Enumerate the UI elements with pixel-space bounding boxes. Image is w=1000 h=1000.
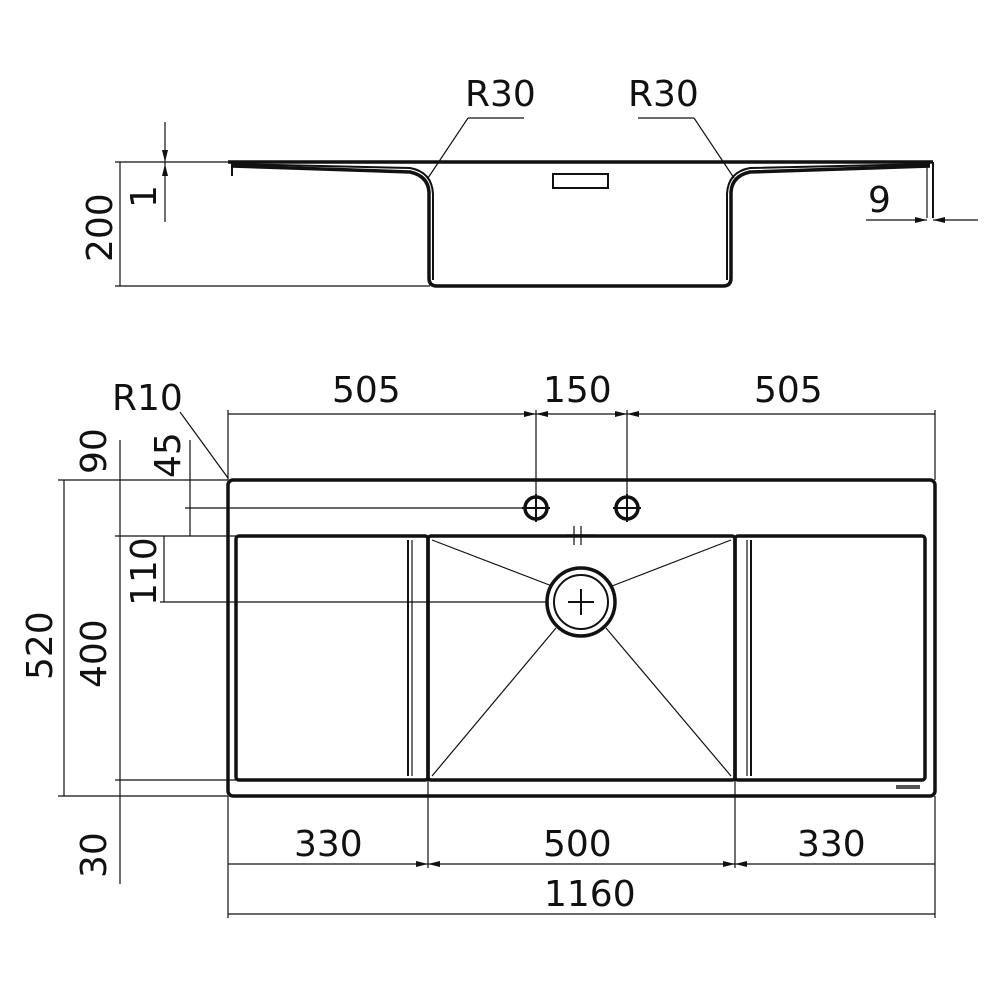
left-drainer-label: 330 — [294, 824, 363, 865]
overall-width-label: 1160 — [544, 874, 636, 915]
left-drainer — [234, 534, 430, 782]
top-right-span-label: 505 — [754, 370, 823, 411]
front-margin-label: 30 — [74, 832, 115, 878]
right-drainer-label: 330 — [797, 824, 866, 865]
tap-spacing-label: 150 — [543, 370, 612, 411]
brand-logo — [896, 785, 920, 789]
section-view: R30 R30 200 1 9 — [80, 74, 978, 288]
back-margin-label: 90 — [74, 428, 115, 474]
bowl-fold-bottom-left — [431, 627, 557, 777]
radius-left-label: R30 — [465, 74, 536, 115]
corner-radius-annotation: R10 — [112, 378, 229, 479]
overall-depth-label: 520 — [20, 611, 61, 680]
top-left-span-label: 505 — [332, 370, 401, 411]
right-drainer — [733, 534, 927, 782]
main-bowl — [426, 534, 737, 782]
sink-section-profile — [228, 160, 933, 288]
bowl-fold-bottom-right — [605, 627, 732, 777]
tap-hole-right — [613, 494, 641, 522]
rim-thickness-dimension: 1 — [124, 122, 168, 222]
tap-hole-left — [522, 494, 550, 522]
depth-label: 200 — [80, 193, 121, 262]
waste-outlet-inner — [553, 574, 609, 630]
bowl-fold-top-left — [431, 539, 553, 587]
left-dimensions: 520 90 45 110 400 30 — [20, 428, 547, 884]
sink-section-inner — [231, 163, 931, 280]
rim-thickness-label: 1 — [124, 185, 165, 208]
plan-view: 505 150 505 R10 520 90 45 — [20, 370, 937, 918]
radius-left-annotation: R30 — [427, 74, 536, 179]
overflow-slot — [552, 173, 609, 189]
bowl-depth-label: 400 — [74, 619, 115, 688]
waste-offset-label: 110 — [124, 537, 165, 606]
top-dimensions: 505 150 505 — [227, 370, 936, 496]
sink-outline — [226, 478, 937, 798]
radius-right-label: R30 — [628, 74, 699, 115]
edge-offset-label: 9 — [868, 180, 891, 221]
radius-right-annotation: R30 — [628, 74, 735, 179]
bottom-dimensions: 330 500 330 1160 — [227, 780, 936, 918]
corner-radius-label: R10 — [112, 378, 183, 419]
edge-offset-dimension: 9 — [866, 180, 978, 223]
bowl-width-label: 500 — [543, 824, 612, 865]
bowl-fold-top-right — [611, 539, 732, 587]
tap-offset-label: 45 — [148, 432, 189, 478]
depth-dimension: 200 — [80, 161, 430, 287]
